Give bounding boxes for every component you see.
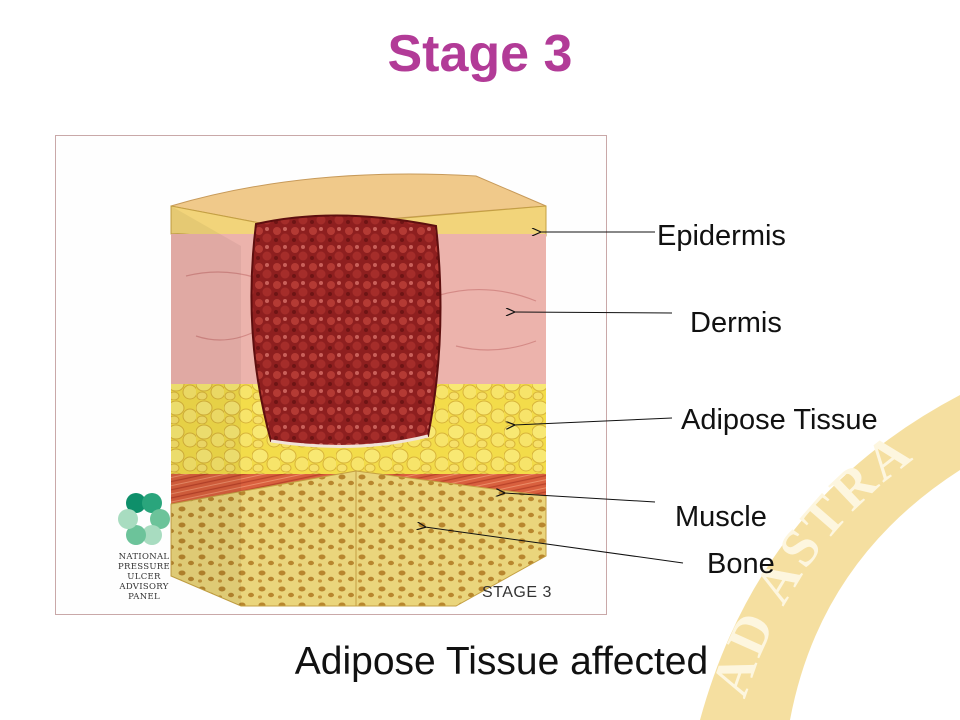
- npuap-line-1: NATIONAL: [118, 552, 170, 562]
- npuap-line-2: PRESSURE: [118, 562, 170, 572]
- npuap-line-4: ADVISORY: [119, 582, 169, 592]
- npuap-line-5: PANEL: [128, 592, 160, 602]
- page-title: Stage 3: [387, 25, 573, 83]
- bone-leader: [425, 527, 684, 564]
- npuap-line-3: ULCER: [127, 572, 161, 582]
- adipose-leader: [514, 417, 673, 425]
- npuap-logo: NATIONAL PRESSURE ULCER ADVISORY PANEL: [112, 491, 176, 602]
- footer-caption: Adipose Tissue affected: [294, 640, 709, 683]
- label-adipose-tissue: Adipose Tissue: [681, 404, 878, 436]
- label-muscle: Muscle: [675, 501, 767, 533]
- label-dermis: Dermis: [690, 307, 782, 339]
- figure-caption: STAGE 3: [482, 584, 552, 601]
- label-epidermis: Epidermis: [657, 220, 786, 252]
- npuap-logo-mark: [118, 493, 170, 545]
- wound-illustration-frame: NATIONAL PRESSURE ULCER ADVISORY PANEL S…: [55, 135, 607, 615]
- dermis-leader: [514, 312, 673, 313]
- skin-cross-section-illustration: [170, 173, 547, 607]
- label-bone: Bone: [707, 548, 775, 580]
- muscle-leader: [504, 493, 656, 503]
